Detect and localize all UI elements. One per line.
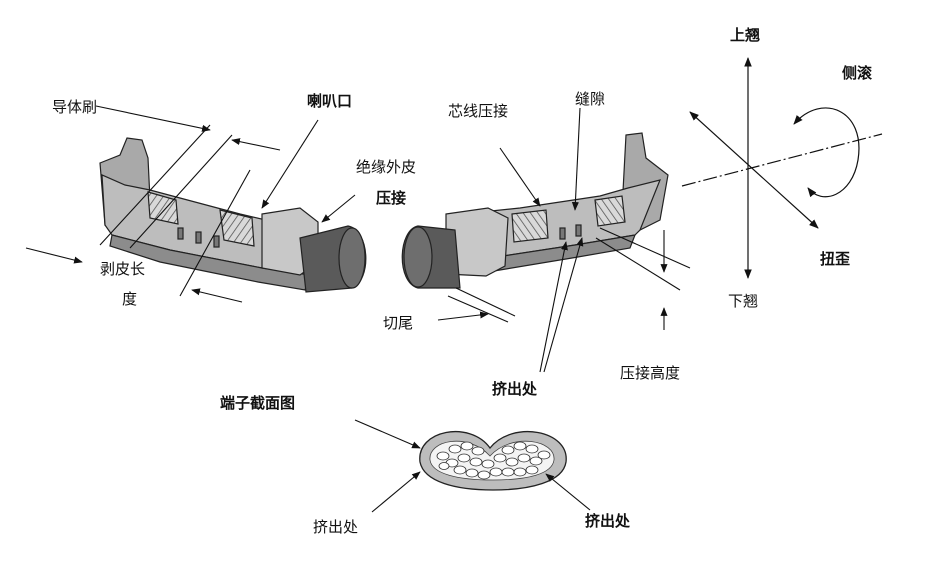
label-bellmouth: 喇叭口 <box>307 92 352 110</box>
label-crimp-height: 压接高度 <box>620 364 680 382</box>
right-leaders <box>437 107 691 373</box>
cross-section-leaders <box>354 419 591 513</box>
left-conductor-strands <box>147 191 179 225</box>
left-leaders <box>25 105 356 303</box>
label-extrusion-left: 挤出处 <box>313 518 358 536</box>
label-twist: 扭歪 <box>820 250 850 268</box>
label-bend-up: 上翘 <box>730 26 760 44</box>
labels: 导体刷 喇叭口 绝缘外皮 压接 剥皮长 度 切尾 芯线压接 缝隙 压接高度 挤出… <box>52 26 873 536</box>
label-cross-section: 端子截面图 <box>220 394 295 412</box>
terminal-cross-section <box>419 430 567 491</box>
roll-arc <box>793 107 860 198</box>
right-terminal <box>401 132 669 289</box>
right-conductor-strands <box>594 195 626 227</box>
label-insulation-crimp-2: 压接 <box>376 189 406 207</box>
label-core-crimp: 芯线压接 <box>448 102 508 120</box>
label-gap: 缝隙 <box>575 90 605 108</box>
deformation-axes <box>681 57 883 279</box>
label-extrusion-top: 挤出处 <box>492 380 538 398</box>
cross-section-strands <box>436 441 551 480</box>
left-terminal <box>99 137 367 293</box>
label-conductor-brush: 导体刷 <box>52 98 97 116</box>
twist-axis <box>689 111 819 229</box>
label-strip-length-2: 度 <box>122 290 137 308</box>
label-insulation-crimp-1: 绝缘外皮 <box>356 158 416 176</box>
label-cut-tail: 切尾 <box>383 314 413 332</box>
label-strip-length-1: 剥皮长 <box>100 260 145 278</box>
label-bend-down: 下翘 <box>728 292 758 310</box>
label-roll: 侧滚 <box>842 64 873 82</box>
label-extrusion-right: 挤出处 <box>585 512 631 530</box>
